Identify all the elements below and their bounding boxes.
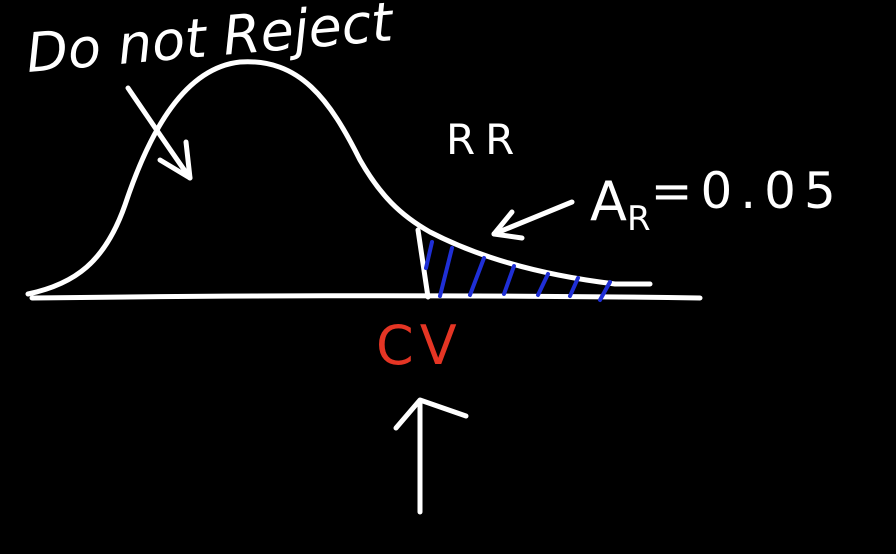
hatch-line xyxy=(568,276,580,298)
hatch-line xyxy=(598,280,612,302)
hatch-line xyxy=(502,264,516,296)
hatch-line xyxy=(536,272,550,297)
rr-arrow xyxy=(491,199,575,241)
area-symbol: A xyxy=(590,170,627,233)
critical-value-label: CV xyxy=(376,314,463,377)
do-not-reject-arrow xyxy=(125,85,193,181)
cv-up-arrow xyxy=(393,397,469,515)
hatch-line xyxy=(438,246,454,298)
rejection-region-label: RR xyxy=(446,115,524,164)
area-subscript: R xyxy=(627,199,651,239)
critical-value-line xyxy=(415,227,431,300)
rejection-region-hatching xyxy=(424,240,612,302)
area-label: AR=0.05 xyxy=(590,162,844,239)
hatch-line xyxy=(424,240,434,270)
area-value: =0.05 xyxy=(651,162,844,220)
x-axis-line xyxy=(29,293,703,301)
hatch-line xyxy=(468,256,486,297)
distribution-curve xyxy=(25,59,653,297)
